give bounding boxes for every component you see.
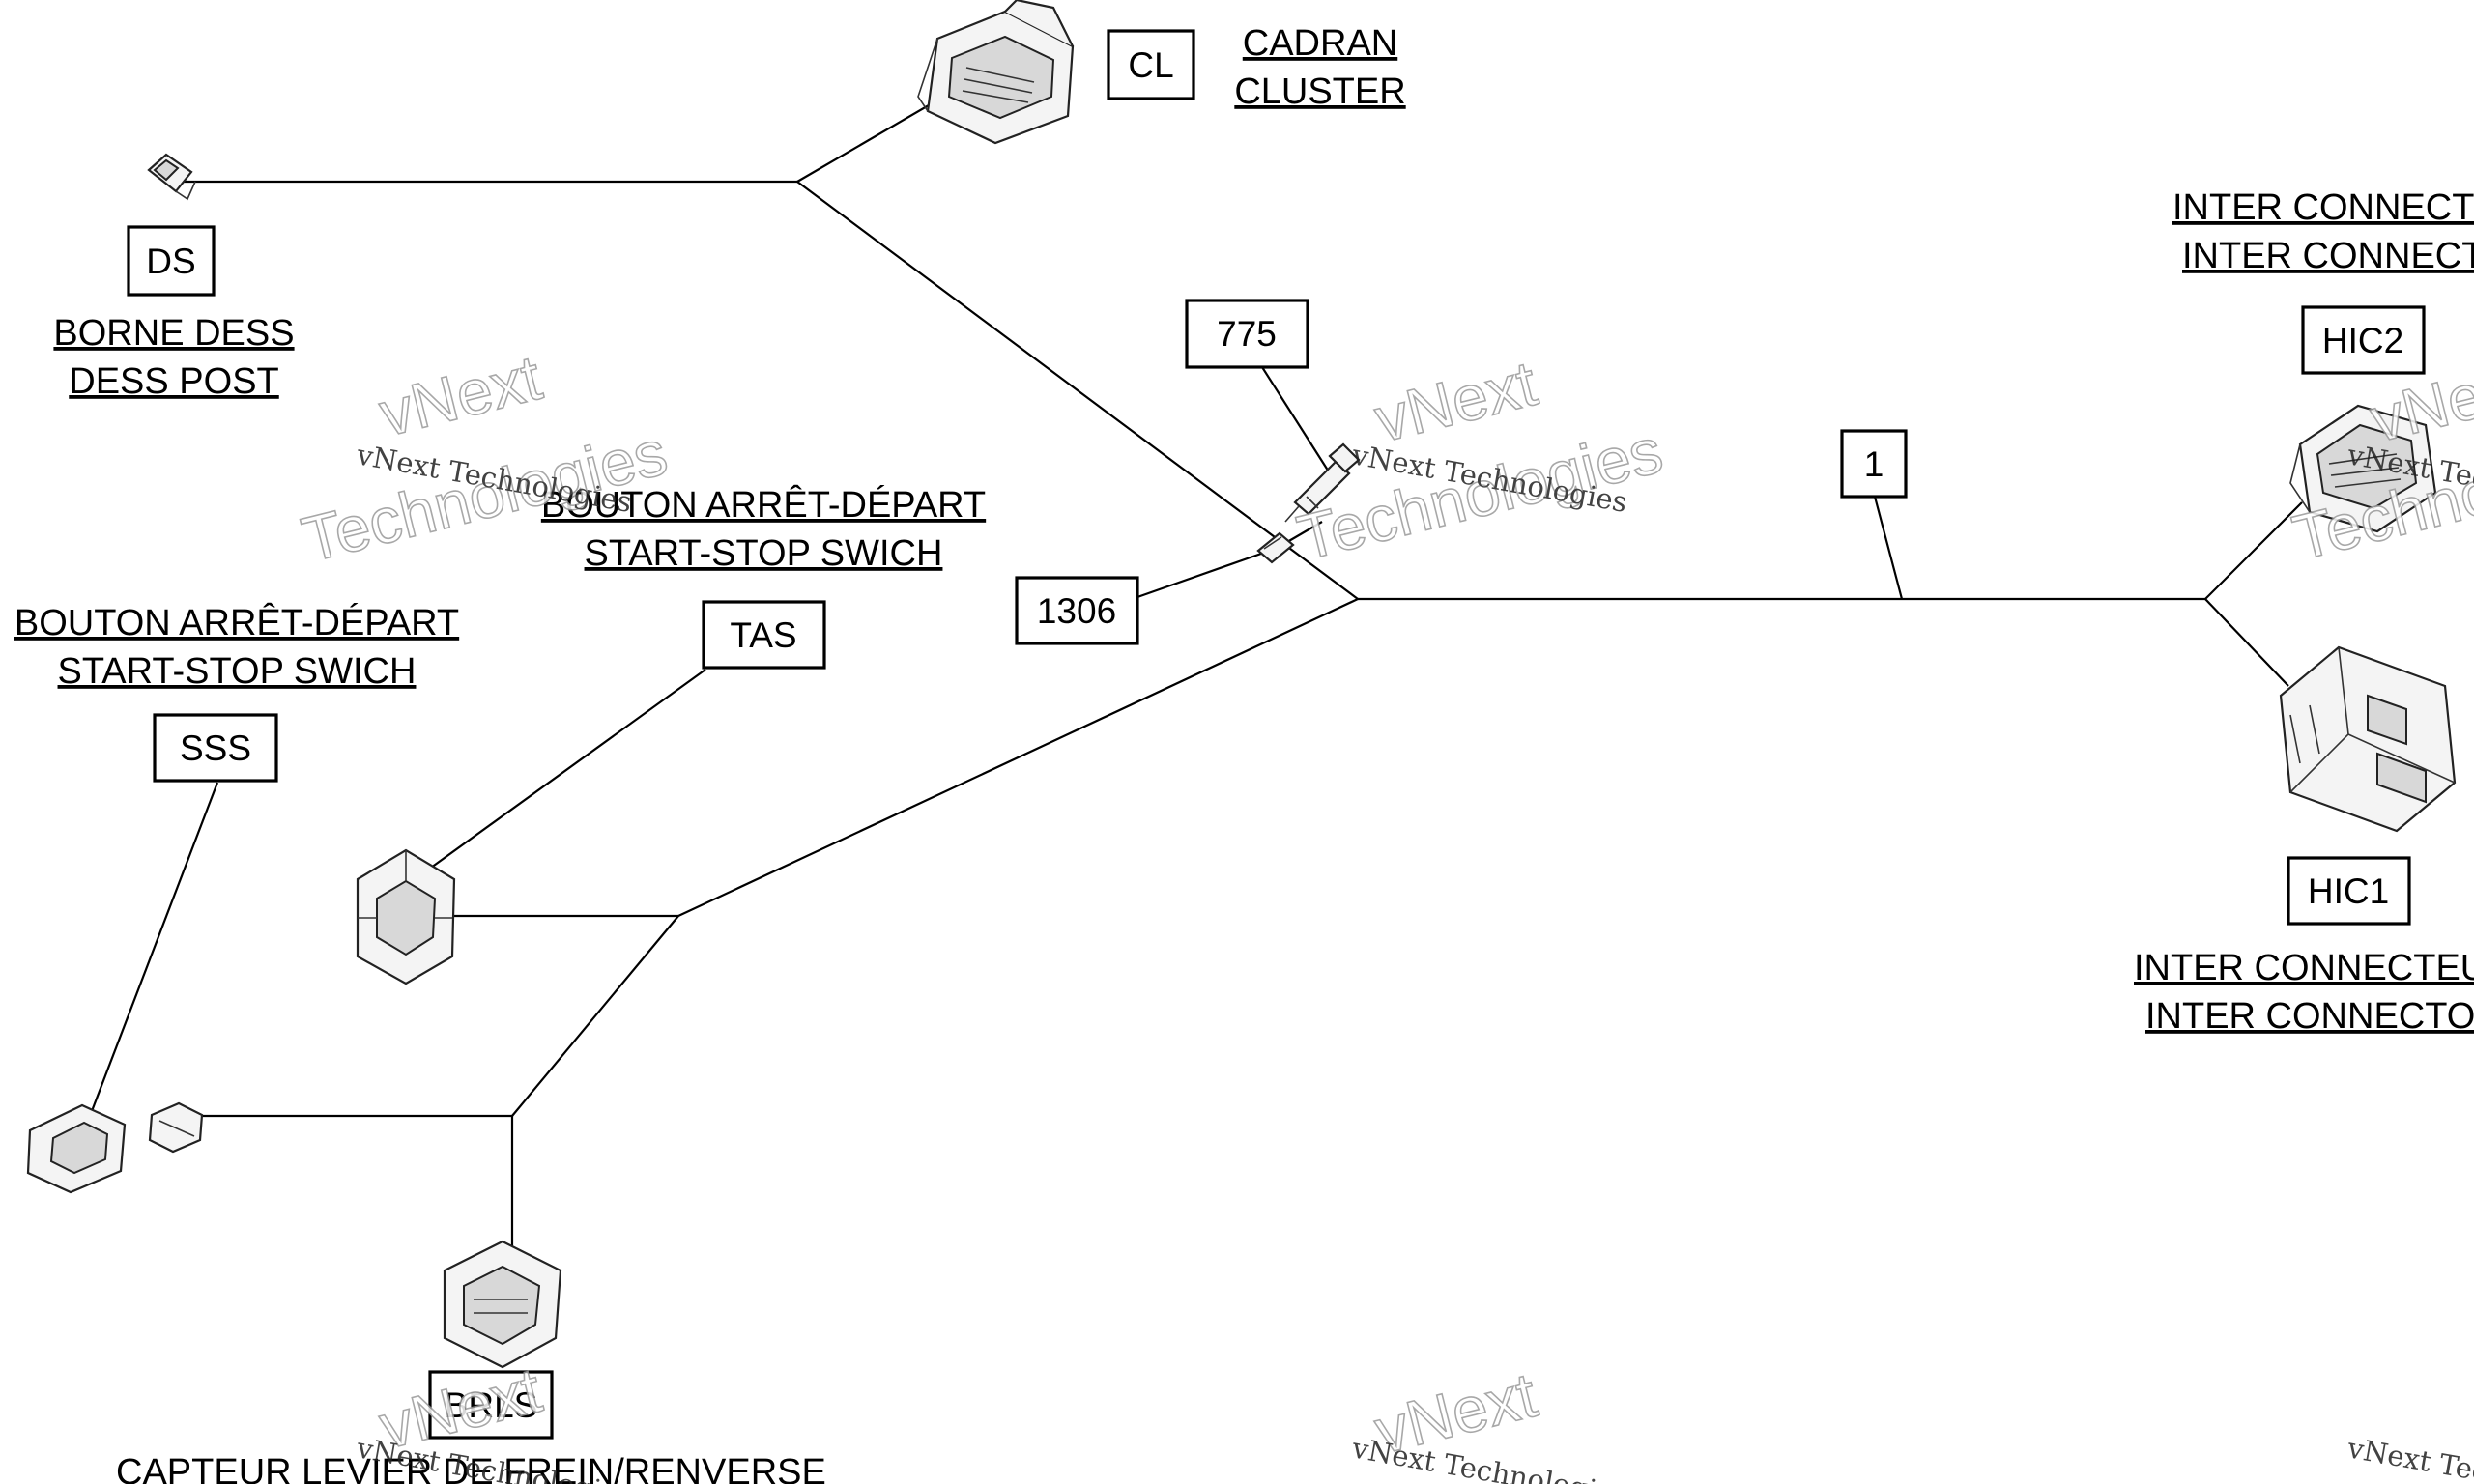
tag-hic2-text: HIC2: [2322, 321, 2403, 360]
watermark-6-small: vNext Technologies: [2345, 1431, 2474, 1484]
watermark-5: vNext vNext Technologies: [1349, 1357, 1630, 1484]
label-hic2: INTER CONNECTEUR INTER CONNECTOR: [2172, 187, 2474, 276]
tag-1: 1: [1840, 429, 1908, 499]
tag-tas: TAS: [702, 600, 826, 670]
wire-main-diagonal: [796, 181, 1359, 600]
leader-1306: [1136, 552, 1262, 599]
leader-sss: [90, 782, 219, 1112]
tag-hic1-text: HIC1: [2308, 871, 2389, 911]
ds-terminal-icon: [147, 153, 196, 201]
label-sss: BOUTON ARRÊT-DÉPART START-STOP SWICH: [14, 602, 459, 692]
tag-cl-text: CL: [1128, 45, 1173, 85]
tag-hic2: HIC2: [2301, 305, 2426, 375]
wire-cl-branch: [796, 91, 953, 183]
tag-1306-text: 1306: [1037, 591, 1116, 631]
tag-tas-text: TAS: [730, 615, 796, 655]
label-brls-line1: CAPTEUR LEVIER DE FREIN/RENVERSE: [116, 1452, 826, 1484]
tag-1306: 1306: [1015, 576, 1139, 645]
label-tas: BOUTON ARRÊT-DÉPART START-STOP SWICH: [541, 484, 986, 574]
hic1-connector-icon: [2279, 645, 2457, 833]
hic2-connector-icon: [2289, 404, 2437, 533]
sss-connector-icon: [26, 1101, 204, 1194]
label-cl-line1: CADRAN: [1243, 23, 1397, 64]
watermark-2-big-top: vNext: [1367, 347, 1543, 456]
label-hic1: INTER CONNECTEUR INTER CONNECTOR: [2134, 948, 2474, 1037]
tag-sss: SSS: [153, 713, 278, 783]
label-hic1-line1: INTER CONNECTEUR: [2134, 948, 2474, 988]
leader-lines: [90, 366, 1904, 1112]
wire-hic2-branch: [2204, 501, 2303, 600]
part-775-icon: [1284, 442, 1361, 523]
cl-connector-icon: [917, 0, 1075, 145]
tag-cl: CL: [1107, 29, 1195, 100]
watermark-1-big-top: vNext: [372, 341, 548, 450]
leader-1: [1873, 496, 1904, 600]
wire-hic1-branch: [2204, 598, 2289, 687]
tag-1-text: 1: [1864, 444, 1884, 484]
leader-775: [1261, 366, 1333, 477]
watermark-6: vNext Technologies: [2345, 1431, 2474, 1484]
label-sss-line2: START-STOP SWICH: [58, 651, 417, 692]
tag-brls: BRLS: [428, 1370, 554, 1440]
label-cl: CADRAN CLUSTER: [1234, 23, 1405, 112]
tag-sss-text: SSS: [180, 728, 251, 768]
tag-hic1: HIC1: [2287, 856, 2411, 926]
leader-tas: [430, 669, 706, 869]
label-hic2-line2: INTER CONNECTOR: [2182, 236, 2474, 276]
label-ds-line1: BORNE DESS: [53, 313, 294, 354]
tag-ds-text: DS: [146, 242, 195, 281]
wire-lower-trunk: [677, 598, 1359, 917]
tag-775-text: 775: [1217, 314, 1277, 354]
tas-connector-icon: [356, 848, 456, 985]
label-ds-line2: DESS POST: [69, 361, 279, 402]
label-tas-line2: START-STOP SWICH: [585, 533, 943, 574]
label-brls: CAPTEUR LEVIER DE FREIN/RENVERSE: [116, 1452, 826, 1484]
wire-brls-trunk: [511, 915, 679, 1117]
part-1306-icon: [1256, 531, 1295, 564]
harness-wires: [174, 91, 2303, 1256]
label-hic2-line1: INTER CONNECTEUR: [2172, 187, 2474, 228]
tag-ds: DS: [127, 225, 216, 297]
label-ds: BORNE DESS DESS POST: [53, 313, 294, 402]
label-tas-line1: BOUTON ARRÊT-DÉPART: [541, 484, 986, 526]
label-cl-line2: CLUSTER: [1234, 71, 1405, 112]
brls-connector-icon: [443, 1240, 562, 1369]
tag-775: 775: [1185, 299, 1309, 369]
label-hic1-line2: INTER CONNECTOR: [2145, 996, 2474, 1037]
label-sss-line1: BOUTON ARRÊT-DÉPART: [14, 602, 459, 643]
tag-brls-text: BRLS: [445, 1385, 538, 1425]
